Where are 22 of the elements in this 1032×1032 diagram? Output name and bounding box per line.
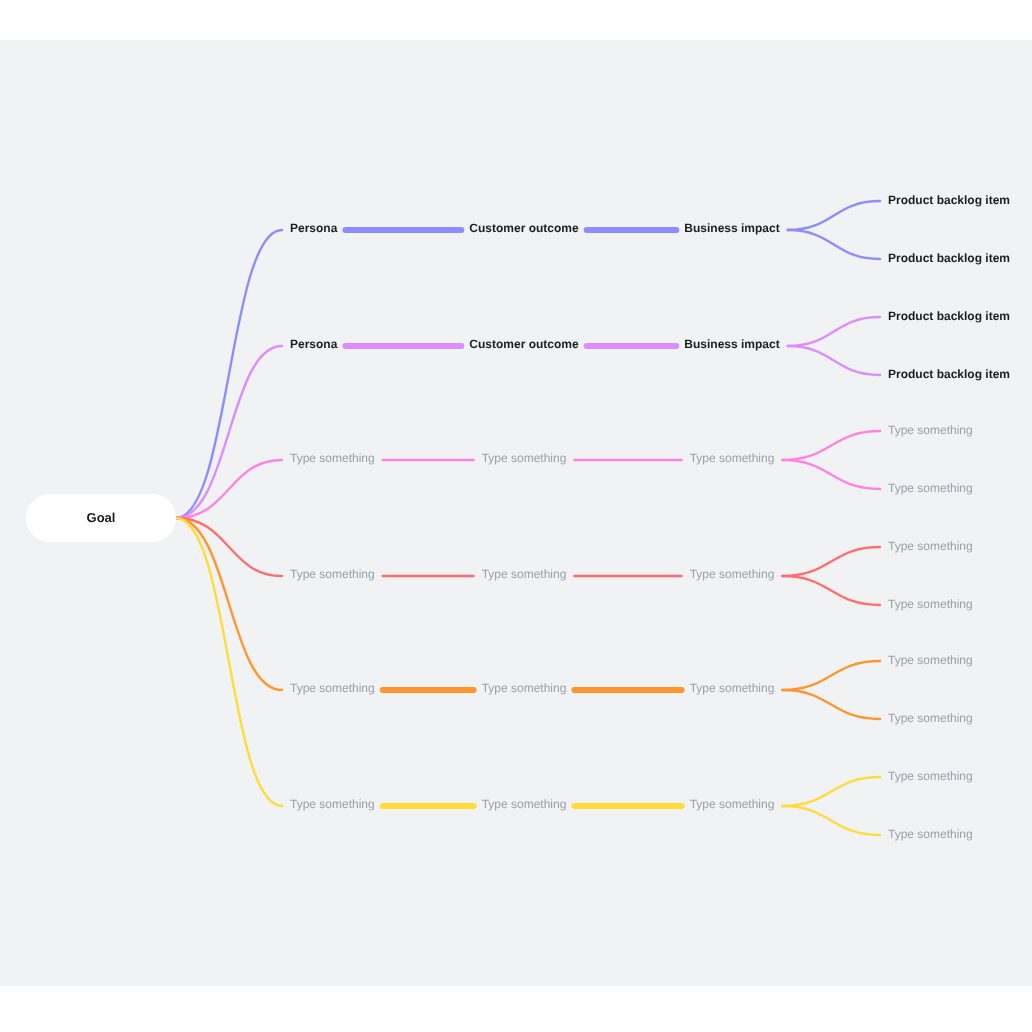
connector-line — [583, 343, 680, 349]
connector-line — [781, 458, 882, 491]
connector-line — [781, 688, 882, 721]
connector-line — [174, 458, 284, 520]
connector-line — [174, 516, 284, 808]
connector-line — [573, 458, 683, 462]
connector-line — [379, 687, 477, 693]
connector-line — [786, 228, 882, 261]
connector-line — [786, 344, 882, 377]
connector-line — [342, 227, 465, 233]
connector-line — [583, 227, 680, 233]
connector-line — [174, 344, 284, 520]
connector-line — [571, 687, 685, 693]
connector-line — [381, 458, 475, 462]
connector-line — [379, 803, 477, 809]
connector-line — [342, 343, 465, 349]
connector-line — [781, 804, 882, 837]
connector-line — [573, 574, 683, 578]
connector-line — [571, 803, 685, 809]
connector-line — [381, 574, 475, 578]
connector-line — [174, 228, 284, 520]
connector-line — [781, 574, 882, 607]
